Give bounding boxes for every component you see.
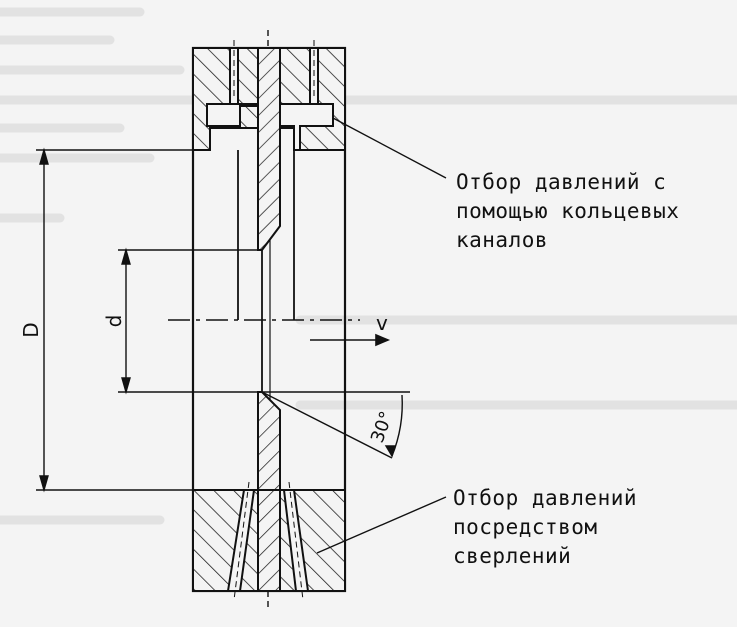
ring-channel-callout: Отбор давлений с помощью кольцевых канал…: [456, 168, 679, 255]
bottom-drilled-block: [192, 481, 346, 601]
callout-line: сверлений: [453, 544, 572, 568]
diameter-D-label: D: [19, 322, 43, 337]
orifice-plate-upper: [257, 47, 281, 251]
callout-leaders: [316, 117, 447, 554]
callout-line: посредством: [453, 515, 598, 539]
flow-velocity-arrow: [310, 333, 391, 347]
drilled-holes-callout: Отбор давлений посредством сверлений: [453, 484, 637, 571]
bevel-angle-dimension: [261, 391, 410, 459]
flow-centerline: [168, 30, 360, 610]
background-ghost-lines: [0, 7, 737, 525]
callout-line: Отбор давлений: [453, 486, 638, 510]
callout-line: Отбор давлений с: [456, 170, 667, 194]
dimension-d: [118, 247, 262, 395]
callout-line: каналов: [456, 228, 549, 252]
callout-line: помощью кольцевых: [456, 199, 680, 223]
bevel-angle-label: 30°: [367, 409, 398, 446]
velocity-label: v: [376, 311, 388, 335]
orifice-bore: [237, 150, 295, 400]
dimension-D: [36, 147, 193, 493]
diameter-d-label: d: [102, 315, 126, 328]
